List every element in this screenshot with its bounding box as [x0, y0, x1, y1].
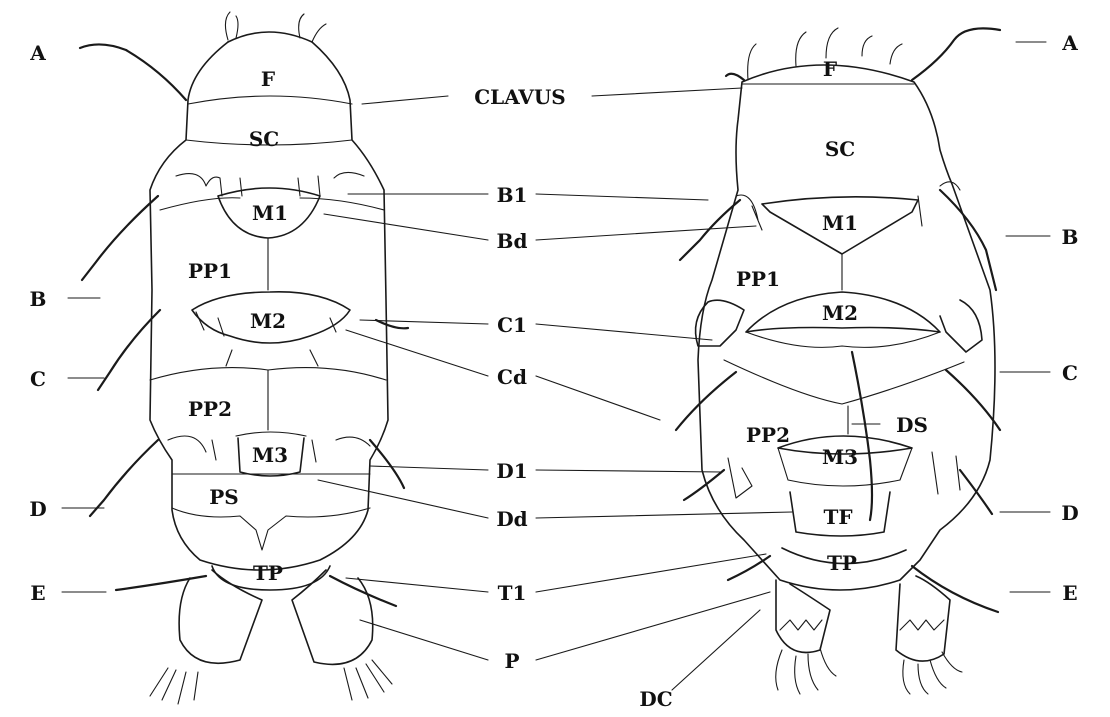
left-outer-label-a: A: [29, 41, 46, 65]
right-outer-label-a: A: [1061, 31, 1078, 55]
left-plate-sc-label: SC: [249, 127, 279, 151]
right-plate-tf-label: TF: [823, 505, 852, 529]
leader-lines: [62, 42, 1050, 690]
right-plate-m3-label: M3: [822, 445, 858, 469]
left-plate-ps-label: PS: [209, 485, 238, 509]
p-label: P: [504, 649, 519, 673]
left-animal-drawing: [80, 12, 408, 704]
t1-label: T1: [498, 581, 527, 605]
right-plate-sc-label: SC: [825, 137, 855, 161]
left-plate-m3-label: M3: [252, 443, 288, 467]
right-animal-drawing: [676, 28, 1000, 694]
cd-label: Cd: [497, 365, 527, 389]
right-outer-label-c: C: [1062, 361, 1078, 385]
left-plate-m1-label: M1: [252, 201, 288, 225]
right-outer-label-b: B: [1062, 225, 1079, 249]
left-plate-f-label: F: [261, 67, 275, 91]
right-plate-tp-label: TP: [827, 551, 857, 575]
d1-label: D1: [496, 459, 527, 483]
right-plate-ds-label: DS: [896, 413, 928, 437]
clavus-label: CLAVUS: [474, 85, 565, 109]
left-plate-m2-label: M2: [250, 309, 286, 333]
left-plate-tp-label: TP: [253, 561, 283, 585]
right-outer-label-d: D: [1061, 501, 1078, 525]
right-plate-pp2-label: PP2: [746, 423, 790, 447]
right-plate-m2-label: M2: [822, 301, 858, 325]
left-outer-label-d: D: [29, 497, 46, 521]
left-plate-pp1-label: PP1: [188, 259, 232, 283]
right-plate-pp1-label: PP1: [736, 267, 780, 291]
dc-label: DC: [639, 687, 672, 711]
left-outer-label-e: E: [30, 581, 45, 605]
bd-label: Bd: [497, 229, 528, 253]
c1-label: C1: [497, 313, 527, 337]
left-plate-pp2-label: PP2: [188, 397, 232, 421]
right-plate-m1-label: M1: [822, 211, 858, 235]
left-outer-label-c: C: [30, 367, 46, 391]
b1-label: B1: [497, 183, 528, 207]
right-plate-f-label: F: [823, 57, 837, 81]
right-outer-label-e: E: [1062, 581, 1077, 605]
left-outer-label-b: B: [30, 287, 47, 311]
dd-label: Dd: [496, 507, 527, 531]
